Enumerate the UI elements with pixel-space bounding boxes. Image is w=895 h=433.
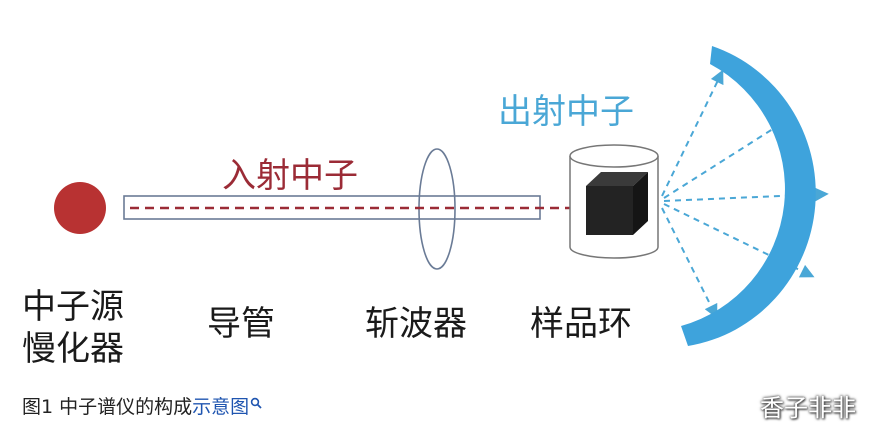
sample-cube (586, 172, 648, 235)
neutron-source (54, 182, 106, 234)
sample-ring-label: 样品环 (530, 304, 632, 344)
source-label-line2: 慢化器 (22, 329, 124, 369)
outgoing-neutron-label: 出射中子 (498, 92, 634, 132)
caption-link[interactable]: 示意图 (192, 396, 250, 418)
figure-caption: 图1 中子谱仪的构成示意图 (22, 392, 262, 419)
detector-bank (681, 46, 816, 346)
incoming-neutron-label: 入射中子 (222, 156, 358, 196)
source-moderator-label: 中子源 慢化器 (22, 286, 124, 370)
guide-label: 导管 (207, 304, 275, 344)
source-label-line1: 中子源 (22, 287, 124, 327)
watermark: 香子非非 (760, 394, 856, 422)
chopper-label: 斩波器 (365, 304, 467, 344)
search-icon[interactable] (250, 392, 262, 414)
caption-text: 图1 中子谱仪的构成 (22, 396, 193, 418)
